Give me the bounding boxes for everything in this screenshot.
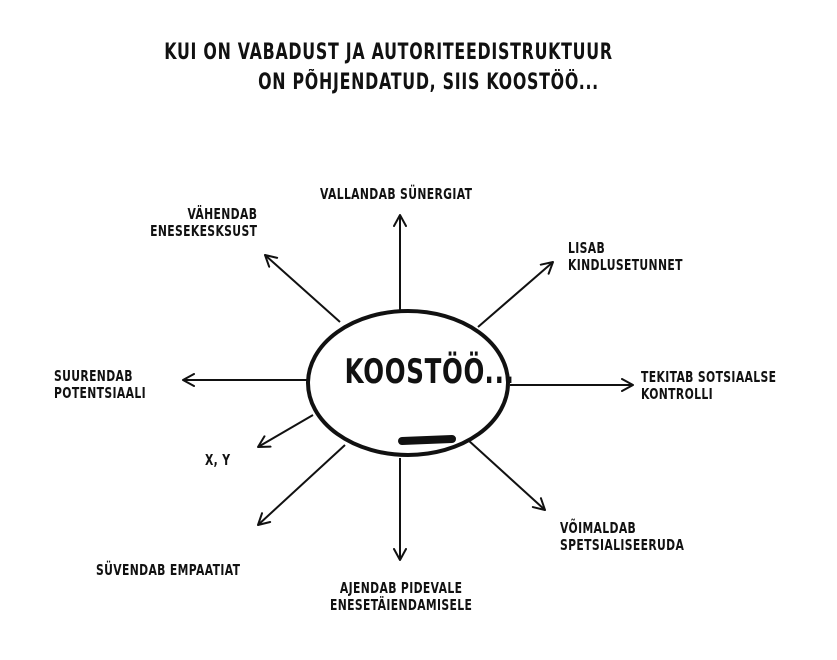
outcome-top-left: VÄHENDAB ENESEKESKSUST — [150, 206, 257, 240]
outcome-top-right-line1: LISAB — [568, 239, 606, 257]
arrow-top-left — [264, 253, 341, 323]
outcome-right: TEKITAB SOTSIAALSE KONTROLLI — [641, 369, 776, 403]
outcome-top-left-line2: ENESEKESKSUST — [150, 222, 258, 240]
outcome-bottom-left-line1: SÜVENDAB EMPAATIAT — [96, 561, 241, 579]
outcome-bottom: AJENDAB PIDEVALE ENESETÄIENDAMISELE — [330, 580, 472, 614]
outcome-top-right: LISAB KINDLUSETUNNET — [568, 240, 683, 274]
outcome-bottom-left: SÜVENDAB EMPAATIAT — [96, 562, 240, 579]
center-label: KOOSTÖÖ... — [344, 352, 515, 392]
outcome-left-line1: SUURENDAB — [54, 367, 133, 385]
outcome-top-line1: VALLANDAB SÜNERGIAT — [320, 185, 473, 203]
title-line-1: KUI ON VABADUST JA AUTORITEEDISTRUKTUUR — [164, 40, 613, 65]
outcome-top-left-line1: VÄHENDAB — [187, 205, 258, 223]
arrow-bottom-right — [467, 439, 546, 511]
outcome-right-line2: KONTROLLI — [641, 385, 713, 403]
outcome-bottom-right-line2: SPETSIALISEERUDA — [560, 536, 685, 554]
title-line-2: ON PÕHJENDATUD, SIIS KOOSTÖÖ... — [258, 70, 599, 95]
diagram-title: KUI ON VABADUST JA AUTORITEEDISTRUKTUUR … — [0, 38, 837, 98]
outcome-left-line2: POTENTSIAALI — [54, 384, 146, 402]
outcome-top: VALLANDAB SÜNERGIAT — [320, 186, 472, 203]
arrow-bottom-left — [257, 444, 346, 526]
arrow-top-right — [477, 261, 554, 328]
center-ellipse — [306, 309, 510, 457]
outcome-bottom-line1: AJENDAB PIDEVALE — [339, 579, 463, 597]
outcome-small-left: X, Y — [205, 452, 230, 469]
outcome-top-right-line2: KINDLUSETUNNET — [568, 256, 683, 274]
outcome-left: SUURENDAB POTENTSIAALI — [54, 368, 146, 402]
center-underline — [398, 435, 456, 445]
outcome-right-line1: TEKITAB SOTSIAALSE — [641, 368, 777, 386]
outcome-bottom-right-line1: VÕIMALDAB — [560, 519, 637, 537]
arrow-small-left — [257, 414, 314, 448]
outcome-small-left-line1: X, Y — [205, 451, 231, 469]
outcome-bottom-line2: ENESETÄIENDAMISELE — [330, 596, 473, 614]
outcome-bottom-right: VÕIMALDAB SPETSIALISEERUDA — [560, 520, 684, 554]
